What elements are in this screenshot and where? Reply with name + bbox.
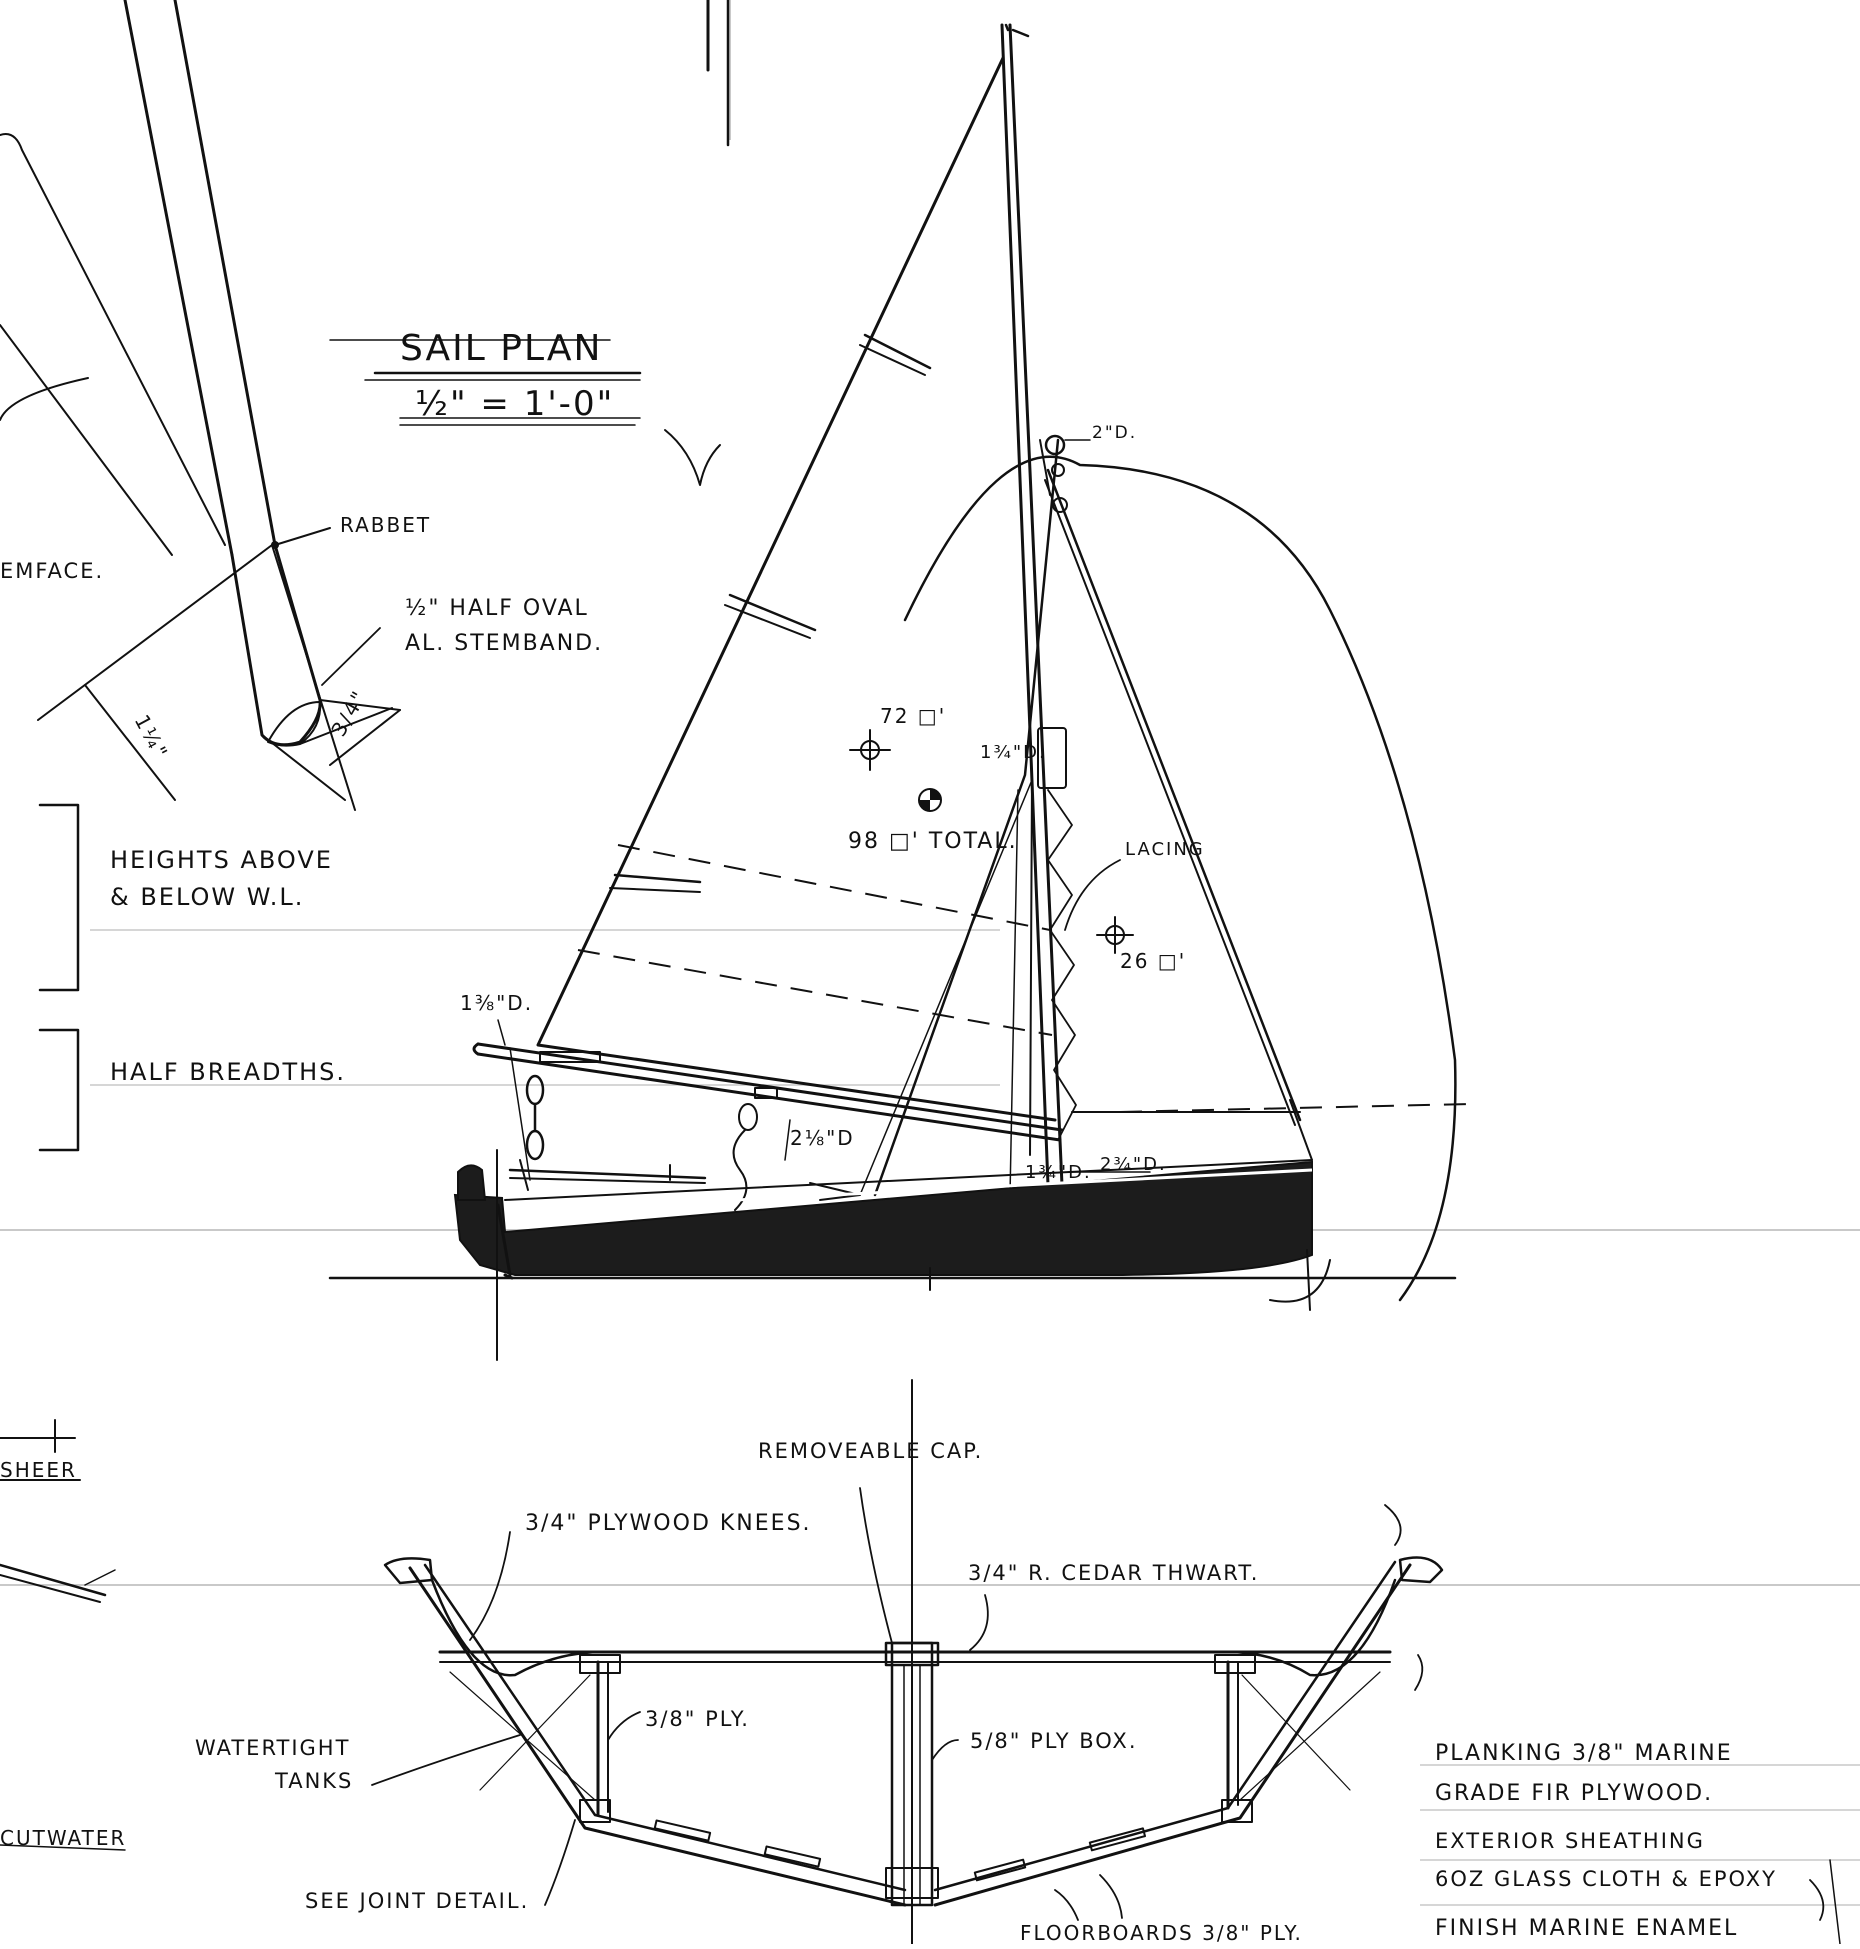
stem-dimension-1-1-4: 1¼" (130, 711, 173, 764)
removeable-cap-label: REMOVEABLE CAP. (758, 1439, 983, 1463)
plywood-knees-label: 3/4" PLYWOOD KNEES. (525, 1511, 812, 1536)
title-underlines (329, 339, 721, 486)
masthead-dia-label: 2"D. (1092, 423, 1137, 443)
sail-plan-rig (472, 23, 1471, 1303)
legend-heights-line2: & BELOW W.L. (110, 883, 304, 911)
midship-section (371, 1379, 1444, 1945)
stem-dimension-3-4: 3/4" (326, 686, 371, 741)
legend-half-breadths: HALF BREADTHS. (110, 1058, 346, 1086)
stemface-label: EMFACE. (0, 559, 104, 583)
joint-detail-label: SEE JOINT DETAIL. (305, 1889, 529, 1913)
hull-profile (328, 1149, 1457, 1361)
ply-3-8-label: 3/8" PLY. (645, 1707, 750, 1731)
legend-brackets (38, 803, 80, 1152)
stemband-label-2: AL. STEMBAND. (405, 631, 603, 656)
total-area-label: 98 □' TOTAL. (848, 829, 1018, 854)
lines-scraps (0, 1419, 126, 1851)
lacing-label: LACING (1125, 839, 1205, 860)
note-planking-1: PLANKING 3/8" MARINE (1435, 1741, 1733, 1766)
boom-end-dia-label: 1⅜"D. (460, 991, 533, 1015)
note-finish: FINISH MARINE ENAMEL (1435, 1916, 1738, 1941)
note-sheathing-1: EXTERIOR SHEATHING (1435, 1829, 1705, 1853)
sail-plan-title: SAIL PLAN (400, 328, 602, 369)
jib-area-label: 26 □' (1120, 949, 1186, 973)
mainsail-area-label: 72 □' (880, 704, 946, 728)
floorboards-label: FLOORBOARDS 3/8" PLY. (1020, 1921, 1303, 1944)
faint-guide-lines (0, 0, 1860, 1906)
cedar-thwart-label: 3/4" R. CEDAR THWART. (968, 1561, 1259, 1585)
mast-mid-dia-label: 1¾"D. (980, 742, 1047, 763)
rabbet-label: RABBET (340, 513, 431, 537)
mast-heel-dia-label: 1¾"D. (1025, 1162, 1092, 1183)
watertight-label-2: TANKS (274, 1769, 353, 1793)
note-planking-2: GRADE FIR PLYWOOD. (1435, 1781, 1713, 1806)
cutwater-label: CUTWATER (0, 1826, 126, 1850)
top-border-marks (706, 0, 730, 147)
watertight-label-1: WATERTIGHT (195, 1736, 350, 1760)
sheer-label: SHEER (0, 1458, 77, 1482)
boom-mid-dia-label: 2⅛"D (790, 1126, 855, 1150)
stem-detail (0, 0, 401, 811)
legend-heights-line1: HEIGHTS ABOVE (110, 846, 333, 874)
ply-box-label: 5/8" PLY BOX. (970, 1729, 1138, 1753)
stemband-label-1: ½" HALF OVAL (405, 596, 589, 621)
note-sheathing-2: 6OZ GLASS CLOTH & EPOXY (1435, 1867, 1777, 1891)
mast-step-dia-label: 2¾"D. (1100, 1154, 1167, 1175)
